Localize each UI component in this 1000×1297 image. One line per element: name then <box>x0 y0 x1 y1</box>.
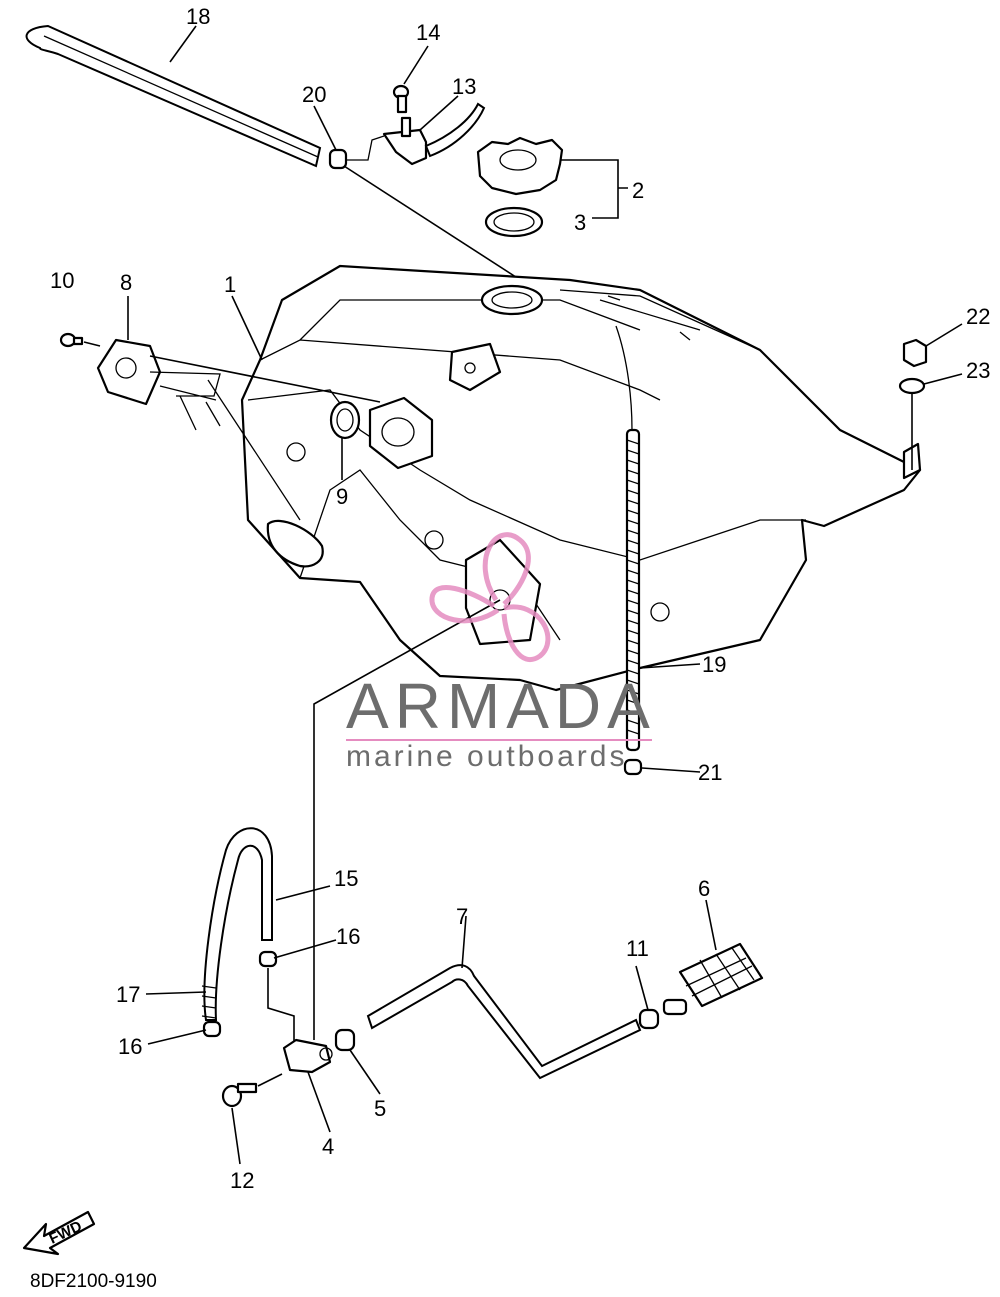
nut-22 <box>902 338 928 368</box>
fuel-tank-1 <box>240 264 922 692</box>
hose-15 <box>203 827 273 1021</box>
hose-clip-11 <box>638 1008 660 1030</box>
callout-1: 1 <box>224 272 236 297</box>
watermark-brand: ARMADA <box>346 670 656 742</box>
vent-fitting-13 <box>382 102 486 166</box>
callout-13: 13 <box>452 74 476 99</box>
screw-14 <box>392 84 410 114</box>
fuel-joint-4 <box>282 1038 333 1074</box>
callout-5: 5 <box>374 1096 386 1121</box>
callout-14: 14 <box>416 20 440 45</box>
callout-6: 6 <box>698 876 710 901</box>
callout-4: 4 <box>322 1134 334 1159</box>
hose-clip-16-a <box>258 950 278 968</box>
leader-lines <box>127 25 963 1165</box>
callout-8: 8 <box>120 270 132 295</box>
callout-20: 20 <box>302 82 326 107</box>
callout-12: 12 <box>230 1168 254 1193</box>
callout-17: 17 <box>116 982 140 1007</box>
o-ring-9 <box>329 400 361 440</box>
callout-19: 19 <box>702 652 726 677</box>
callout-3: 3 <box>574 210 586 235</box>
watermark-tagline: marine outboards <box>346 740 627 773</box>
fuel-sender-8 <box>96 338 324 568</box>
hose-17 <box>201 985 217 1019</box>
callout-10: 10 <box>50 268 74 293</box>
callout-18: 18 <box>186 4 210 29</box>
callout-21: 21 <box>698 760 722 785</box>
screw-10 <box>59 332 84 348</box>
forward-marker-text: FWD <box>47 1218 85 1248</box>
callout-16-upper: 16 <box>336 924 360 949</box>
callout-7: 7 <box>456 904 468 929</box>
diagram-code: 8DF2100-9190 <box>30 1271 157 1292</box>
fuel-hose-7 <box>366 964 642 1080</box>
watermark-logo <box>429 532 551 662</box>
vent-hose-19 <box>615 325 641 752</box>
hose-clip-16-b <box>202 1020 222 1038</box>
bolt-12 <box>221 1082 258 1108</box>
callout-2: 2 <box>632 178 644 203</box>
callout-23: 23 <box>966 358 990 383</box>
callout-15: 15 <box>334 866 358 891</box>
gasket-3 <box>484 206 544 238</box>
callout-22: 22 <box>966 304 990 329</box>
hose-clip-21 <box>623 758 643 776</box>
hose-clip-20 <box>328 135 385 170</box>
fuel-filter-6 <box>662 942 764 1016</box>
cap-5 <box>334 1028 356 1052</box>
callout-11: 11 <box>626 936 649 961</box>
breather-hose-18 <box>25 24 322 168</box>
forward-arrow-icon <box>22 1210 96 1256</box>
callout-9: 9 <box>336 484 348 509</box>
callout-16-lower: 16 <box>118 1034 142 1059</box>
fuel-cap-2 <box>476 136 564 196</box>
washer-23 <box>898 377 926 395</box>
